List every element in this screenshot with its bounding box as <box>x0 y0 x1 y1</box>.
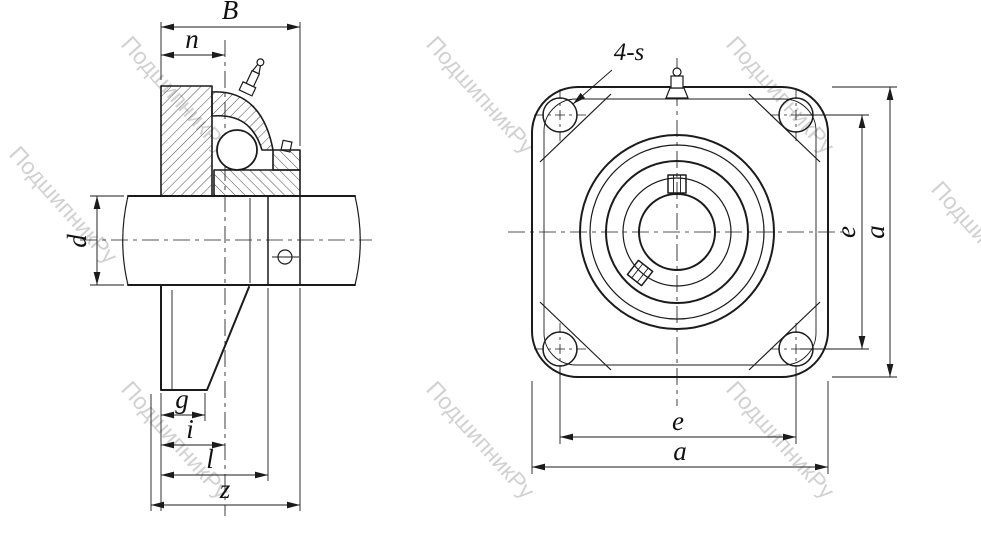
inner-ring-section <box>213 169 301 197</box>
housing-section <box>160 85 213 197</box>
watermark-text: ПодшипникРу <box>4 141 123 269</box>
dim-label-z: z <box>219 474 231 504</box>
dimension-lines-right <box>532 87 894 471</box>
dim-label-d: d <box>62 234 92 248</box>
dim-label-g: g <box>175 384 189 414</box>
front-view: 4-s e a e a <box>508 39 897 474</box>
watermark-text: ПодшипникРу <box>421 376 540 504</box>
dim-label-e-right: e <box>831 226 861 238</box>
bearing-ball <box>216 129 258 171</box>
grease-fitting-front-icon <box>665 67 689 99</box>
dim-label-e-bottom: e <box>672 406 684 436</box>
dim-label-a-right: a <box>860 225 890 239</box>
set-screw-angled <box>626 259 654 287</box>
dim-label-i: i <box>186 414 194 444</box>
housing-outer-circle <box>579 134 775 330</box>
shaft <box>122 195 361 286</box>
grease-fitting-icon <box>238 58 265 97</box>
dim-label-l: l <box>206 444 214 474</box>
cross-section-view: B n d g i l z <box>62 0 372 516</box>
outer-ring-circle <box>605 160 749 304</box>
bolt-callout-label: 4-s <box>614 39 645 66</box>
collar-section <box>272 149 301 171</box>
bearing-circles <box>579 134 775 330</box>
set-screw-top <box>667 174 687 194</box>
dim-label-n: n <box>185 24 199 54</box>
watermark-text: ПодшипникРу <box>421 31 540 159</box>
extension-lines-right <box>531 86 897 474</box>
watermark-text: ПодшипникРу <box>721 31 840 159</box>
dim-label-a-bottom: a <box>673 436 687 466</box>
housing-step-circle <box>589 144 765 320</box>
watermark-text: ПодшипникРу <box>926 176 981 304</box>
flange-inner-contour <box>543 98 817 366</box>
flange-leg <box>160 284 250 391</box>
set-screw <box>280 139 293 153</box>
flange-boss <box>249 195 301 286</box>
bolt-holes <box>534 89 822 375</box>
inner-ring-circle <box>622 177 732 287</box>
dimension-lines-left <box>93 23 300 509</box>
watermark-text: ПодшипникРу <box>721 376 840 504</box>
bore-circle <box>638 193 716 271</box>
bolt-callout-leader <box>572 69 613 105</box>
dim-label-B: B <box>222 0 239 25</box>
